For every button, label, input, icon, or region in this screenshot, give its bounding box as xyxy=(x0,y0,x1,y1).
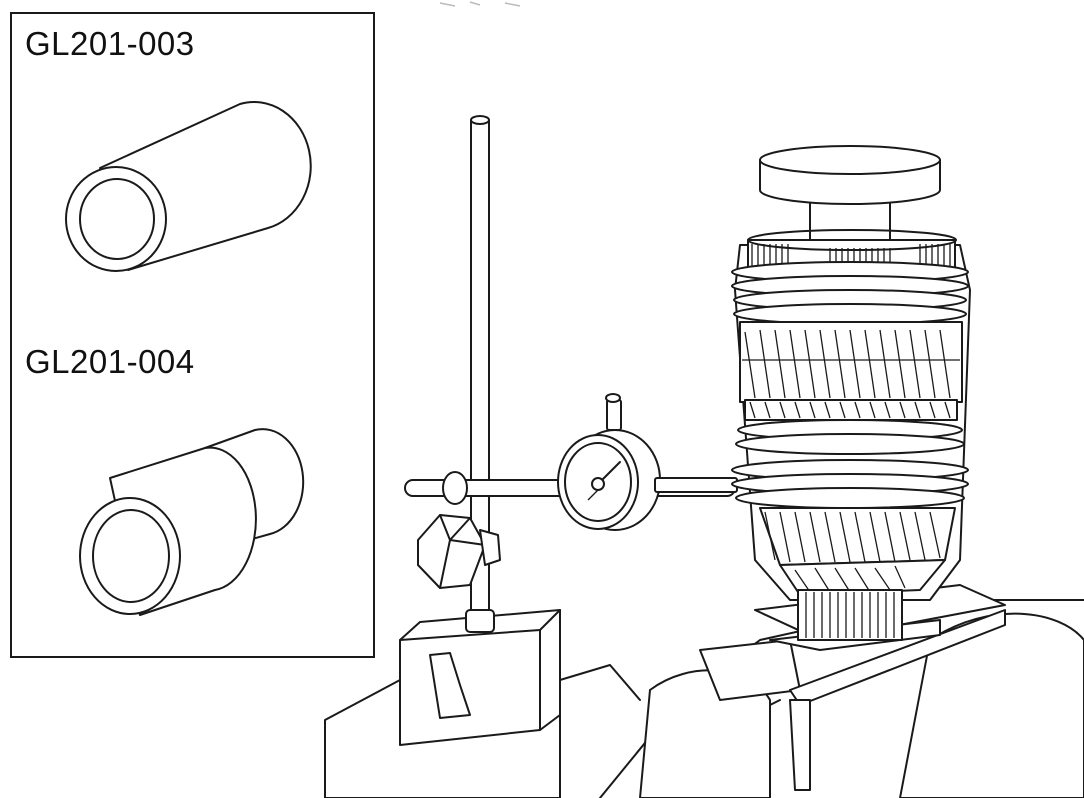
magnetic-base xyxy=(324,609,641,798)
splined-hub xyxy=(747,229,957,269)
stepped-sleeve-icon xyxy=(79,428,305,616)
tool-label-gl201-003: GL201-003 xyxy=(25,25,195,62)
press-cap xyxy=(759,145,941,241)
gear-assembly xyxy=(731,145,971,641)
clamp-knob xyxy=(417,514,501,589)
scan-marks xyxy=(439,1,521,7)
helical-gear xyxy=(739,321,963,403)
cylindrical-sleeve-icon xyxy=(65,101,312,272)
dial-indicator-icon xyxy=(557,393,738,531)
tool-label-gl201-004: GL201-004 xyxy=(25,343,195,380)
spur-shaft xyxy=(797,589,903,641)
